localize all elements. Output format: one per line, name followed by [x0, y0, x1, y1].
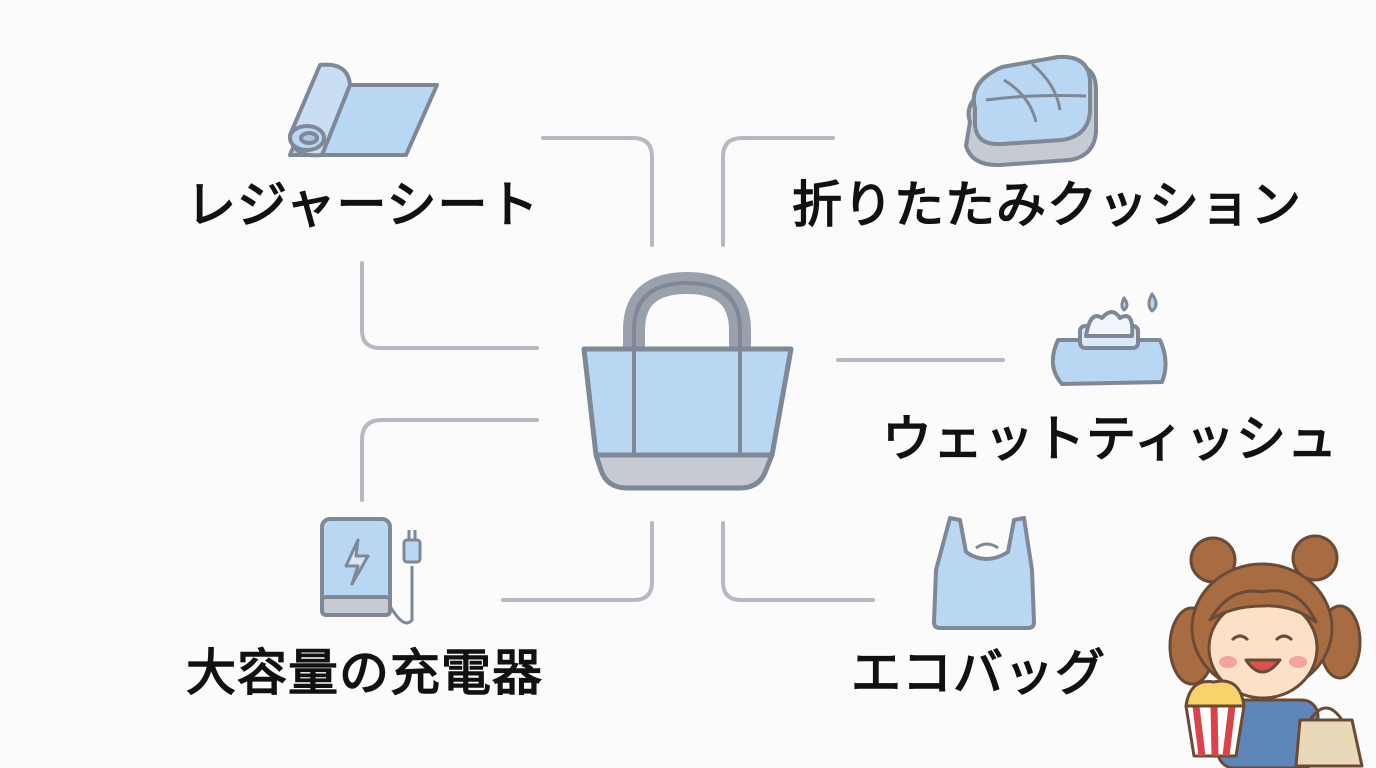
- wet-tissue-icon: [1050, 292, 1168, 386]
- girl-with-popcorn-icon: [1168, 534, 1364, 768]
- folded-cushion-icon: [964, 54, 1098, 168]
- connector-eco-bag: [721, 521, 875, 602]
- connector-power-bank: [360, 418, 539, 502]
- connector-cushion: [721, 136, 835, 247]
- eco-bag-icon: [932, 516, 1036, 630]
- connector-leisure-sheet: [541, 136, 654, 247]
- label-leisure-sheet: レジャーシート: [186, 176, 540, 234]
- label-wet-tissue: ウェットティッシュ: [882, 410, 1338, 468]
- label-eco-bag: エコバッグ: [851, 644, 1106, 702]
- tote-bag-icon: [581, 272, 794, 491]
- connector-lines: [360, 136, 1005, 602]
- label-folded-cushion: 折りたたみクッション: [792, 176, 1302, 234]
- power-bank-icon: [320, 517, 422, 625]
- leisure-sheet-icon: [288, 62, 439, 158]
- connector-left-upper: [360, 261, 539, 350]
- connector-power-bank-lower: [501, 521, 654, 602]
- label-power-bank: 大容量の充電器: [186, 644, 543, 702]
